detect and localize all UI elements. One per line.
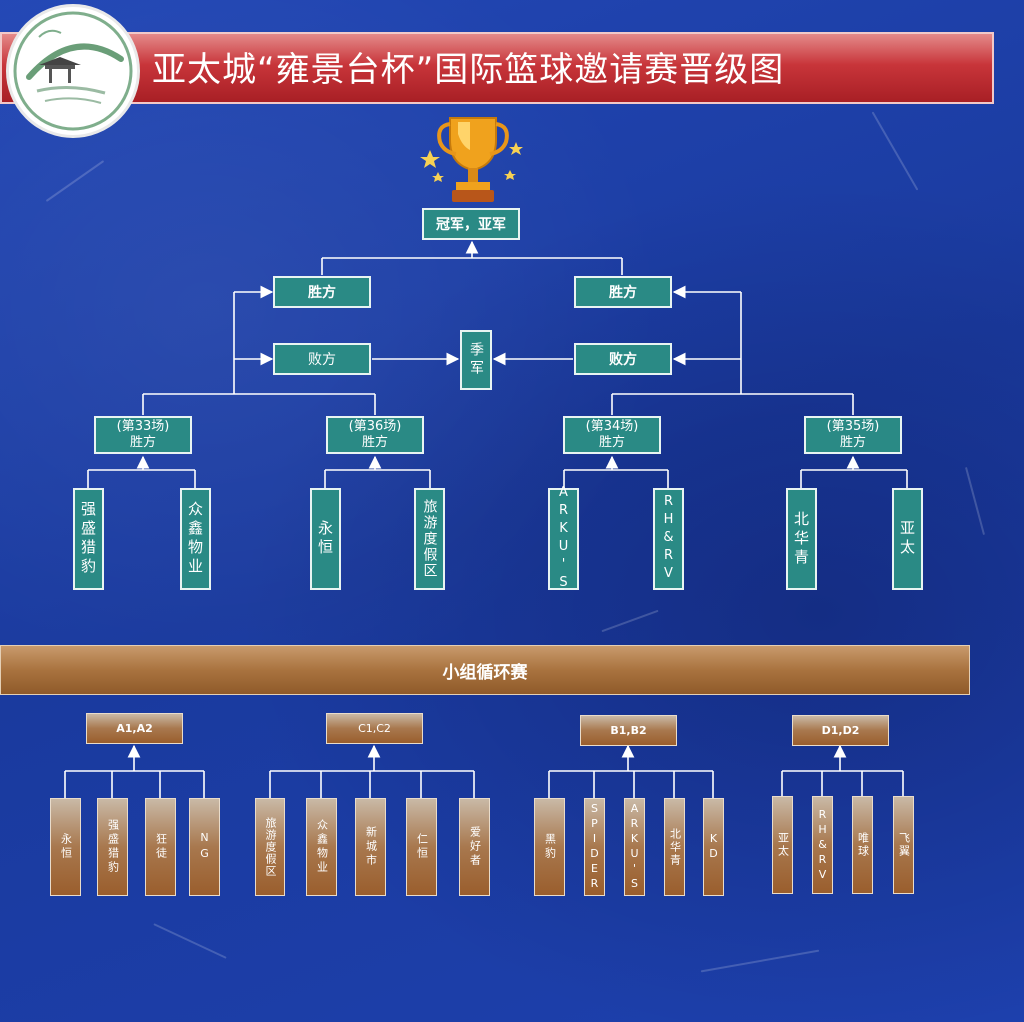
pavilion-logo-icon [6,4,140,138]
group-team-box: NG [189,798,220,896]
semi-box: (第35场) 胜方 [804,416,902,454]
semi-box: (第33场) 胜方 [94,416,192,454]
group-team-name: 永恒 [59,833,73,861]
team-box: 亚太 [892,488,923,590]
page-title: 亚太城“雍景台杯”国际篮球邀请赛晋级图 [152,50,785,90]
semi-match: (第36场) [348,419,402,434]
team-name: 旅游度假区 [421,499,438,579]
team-box: 永恒 [310,488,341,590]
group-team-name: 旅游度假区 [264,817,277,877]
semi-label: 胜方 [839,435,866,450]
group-team-box: KD [703,798,724,896]
third-place-box: 季军 [460,330,492,390]
group-team-name: 仁恒 [415,833,429,861]
team-box: 众鑫物业 [180,488,211,590]
team-box: 强盛猎豹 [73,488,104,590]
group-team-name: 众鑫物业 [315,819,329,875]
group-team-name: 亚太 [776,832,790,858]
group-team-box: 爱好者 [459,798,490,896]
group-team-name: RH&RV [816,807,829,883]
semi-match: (第33场) [116,419,170,434]
team-box: ARKU'S [548,485,579,593]
group-result-box: A1,A2 [86,713,183,744]
group-team-box: SPIDER [584,798,605,896]
group-team-name: 爱好者 [468,826,482,868]
group-team-box: 飞翼 [893,796,914,894]
semi-match: (第34场) [585,419,639,434]
right-loser-box: 败方 [574,343,672,375]
group-team-box: ARKU'S [624,798,645,896]
group-team-box: 北华青 [664,798,685,896]
team-name: 众鑫物业 [186,501,204,577]
team-name: RH&RV [661,494,676,584]
group-team-name: 飞翼 [897,832,911,858]
group-result-box: D1,D2 [792,715,889,746]
group-team-name: 强盛猎豹 [106,819,120,875]
group-team-box: 众鑫物业 [306,798,337,896]
title-bar [0,32,994,104]
team-box: RH&RV [653,488,684,590]
champion-box: 冠军，亚军 [422,208,520,240]
group-team-box: RH&RV [812,796,833,894]
team-name: 永恒 [316,520,334,558]
team-box: 旅游度假区 [414,488,445,590]
semi-box: (第36场) 胜方 [326,416,424,454]
team-box: 北华青 [786,488,817,590]
group-team-box: 狂徒 [145,798,176,896]
group-team-name: ARKU'S [628,802,641,892]
group-team-name: 唯球 [856,832,870,858]
semi-box: (第34场) 胜方 [563,416,661,454]
group-team-name: 狂徒 [154,833,168,861]
semi-label: 胜方 [129,435,156,450]
trophy-icon [418,110,528,212]
group-team-box: 黑豹 [534,798,565,896]
team-name: 北华青 [792,510,810,568]
team-name: 强盛猎豹 [79,501,97,577]
group-team-box: 新城市 [355,798,386,896]
team-name: ARKU'S [556,485,571,593]
group-team-box: 永恒 [50,798,81,896]
group-team-name: 新城市 [364,826,378,868]
group-result-box: B1,B2 [580,715,677,746]
left-winner-box: 胜方 [273,276,371,308]
left-loser-box: 败方 [273,343,371,375]
group-team-box: 强盛猎豹 [97,798,128,896]
group-team-box: 旅游度假区 [255,798,285,896]
group-team-box: 唯球 [852,796,873,894]
semi-label: 胜方 [361,435,388,450]
group-team-name: 黑豹 [543,833,557,861]
group-team-name: NG [198,831,211,863]
group-result-box: C1,C2 [326,713,423,744]
group-team-box: 亚太 [772,796,793,894]
team-name: 亚太 [898,520,916,558]
semi-match: (第35场) [826,419,880,434]
group-team-box: 仁恒 [406,798,437,896]
third-place-label: 季军 [468,342,484,378]
group-team-name: KD [707,832,720,862]
group-team-name: SPIDER [588,802,601,892]
right-winner-box: 胜方 [574,276,672,308]
group-stage-bar: 小组循环赛 [0,645,970,695]
semi-label: 胜方 [598,435,625,450]
group-team-name: 北华青 [668,827,682,867]
